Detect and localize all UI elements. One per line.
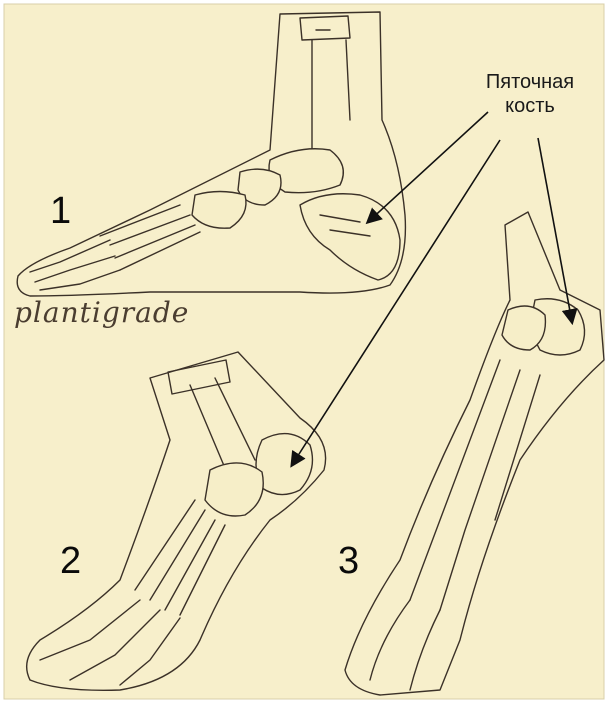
heel-bone-label-line-1: Пяточная	[470, 70, 590, 94]
heel-bone-label: Пяточная кость	[470, 70, 590, 118]
heel-bone-label-line-2: кость	[470, 94, 590, 118]
figure-number-3: 3	[338, 540, 359, 583]
figure-number-1: 1	[50, 190, 71, 233]
plantigrade-caption: plantigrade	[14, 296, 189, 329]
figure-number-2: 2	[60, 540, 81, 583]
